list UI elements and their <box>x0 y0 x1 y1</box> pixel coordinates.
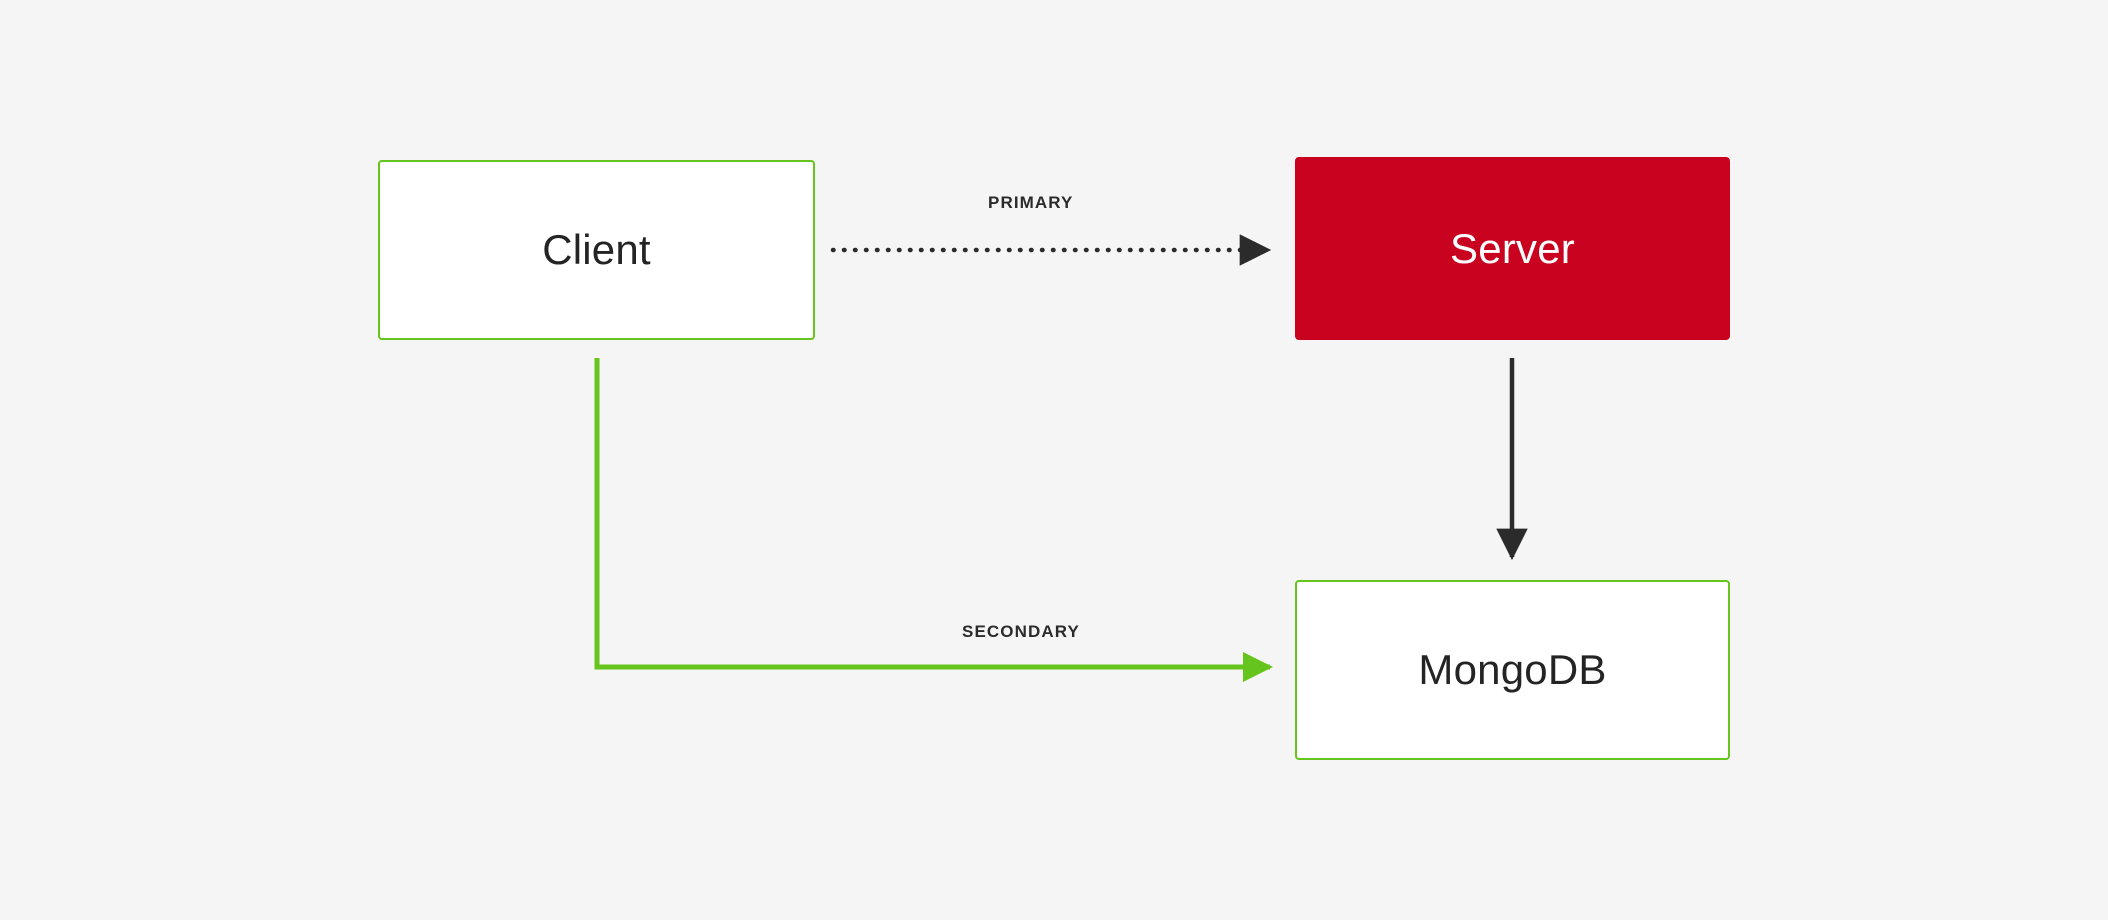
node-client[interactable]: Client <box>378 160 815 340</box>
node-server-label: Server <box>1450 224 1575 272</box>
node-mongodb[interactable]: MongoDB <box>1295 580 1730 760</box>
node-server[interactable]: Server <box>1295 157 1730 340</box>
edge-client-to-mongodb-line <box>594 358 1273 682</box>
edge-label-primary: PRIMARY <box>988 193 1074 212</box>
edge-label-secondary: SECONDARY <box>962 622 1080 641</box>
node-client-label: Client <box>542 226 651 273</box>
node-mongodb-label: MongoDB <box>1418 646 1607 693</box>
